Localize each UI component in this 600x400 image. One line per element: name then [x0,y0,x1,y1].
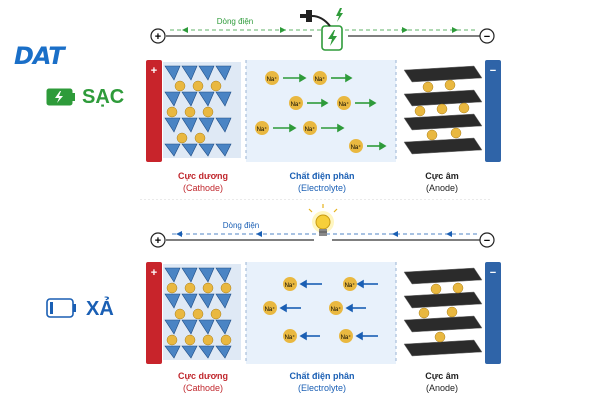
svg-text:+: + [155,235,161,247]
charge-anode-layers [403,65,483,155]
battery-empty-icon [46,298,76,318]
svg-text:+: + [151,65,157,77]
discharge-current-label: Dòng điện [222,221,260,230]
discharge-mode-label: XẢ [86,298,114,320]
svg-text:Na⁺: Na⁺ [257,126,268,133]
discharge-anode-label: Cực âm(Anode) [425,371,459,393]
discharge-cathode-label: Cực dương(Cathode) [178,371,228,393]
brand-logo: DAT [14,42,65,70]
svg-text:Na⁺: Na⁺ [285,282,296,289]
svg-text:−: − [490,65,496,77]
discharge-cathode-lattice [163,264,241,360]
charge-electrolyte-label: Chất điện phân(Electrolyte) [289,171,355,193]
svg-text:Na⁺: Na⁺ [341,334,352,341]
charge-diagram: + − + − Na⁺ Na⁺ Na⁺ N [140,8,501,200]
svg-text:Na⁺: Na⁺ [291,101,302,108]
svg-text:Na⁺: Na⁺ [315,76,326,83]
negative-terminal-symbol: − [484,31,490,43]
discharge-negative-plate [485,262,501,364]
svg-text:Na⁺: Na⁺ [339,101,350,108]
discharge-electrolyte-label: Chất điện phân(Electrolyte) [289,371,355,393]
svg-text:Na⁺: Na⁺ [285,334,296,341]
charge-negative-plate [485,60,501,162]
svg-text:−: − [484,235,490,247]
discharge-ions: Na⁺ Na⁺ Na⁺ Na⁺ Na⁺ Na⁺ [263,277,357,343]
charge-cathode-label: Cực dương(Cathode) [178,171,228,193]
svg-text:Na⁺: Na⁺ [267,76,278,83]
discharge-ion-arrows [279,279,378,341]
charge-positive-terminal: + [150,28,166,44]
charge-current-label: Dòng điện [216,17,254,26]
charge-positive-plate [146,60,162,162]
charge-ion-arrows [273,73,387,151]
charge-ions: Na⁺ Na⁺ Na⁺ Na⁺ Na⁺ Na⁺ Na⁺ [255,71,363,153]
charge-mode-label: SẠC [82,86,125,108]
svg-text:Na⁺: Na⁺ [331,306,342,313]
discharge-positive-terminal: + [150,232,166,248]
charge-mode-icon [46,88,76,111]
light-bulb-icon [308,204,338,236]
svg-text:−: − [490,267,496,279]
battery-charging-icon [46,88,75,106]
discharge-positive-plate [146,262,162,364]
svg-text:Na⁺: Na⁺ [305,126,316,133]
discharge-diagram: + − + − Na⁺ Na⁺ Na⁺ Na⁺ [146,204,501,364]
svg-text:Na⁺: Na⁺ [265,306,276,313]
charger-plug-icon [300,8,343,51]
charge-negative-terminal: − [479,28,495,44]
positive-terminal-symbol: + [155,31,161,43]
discharge-anode-layers [403,267,483,357]
discharge-mode-icon [46,298,78,323]
charge-anode-label: Cực âm(Anode) [425,171,459,193]
svg-text:+: + [151,267,157,279]
svg-text:Na⁺: Na⁺ [351,144,362,151]
discharge-negative-terminal: − [479,232,495,248]
charge-cathode-lattice [163,62,241,158]
svg-text:Na⁺: Na⁺ [345,282,356,289]
